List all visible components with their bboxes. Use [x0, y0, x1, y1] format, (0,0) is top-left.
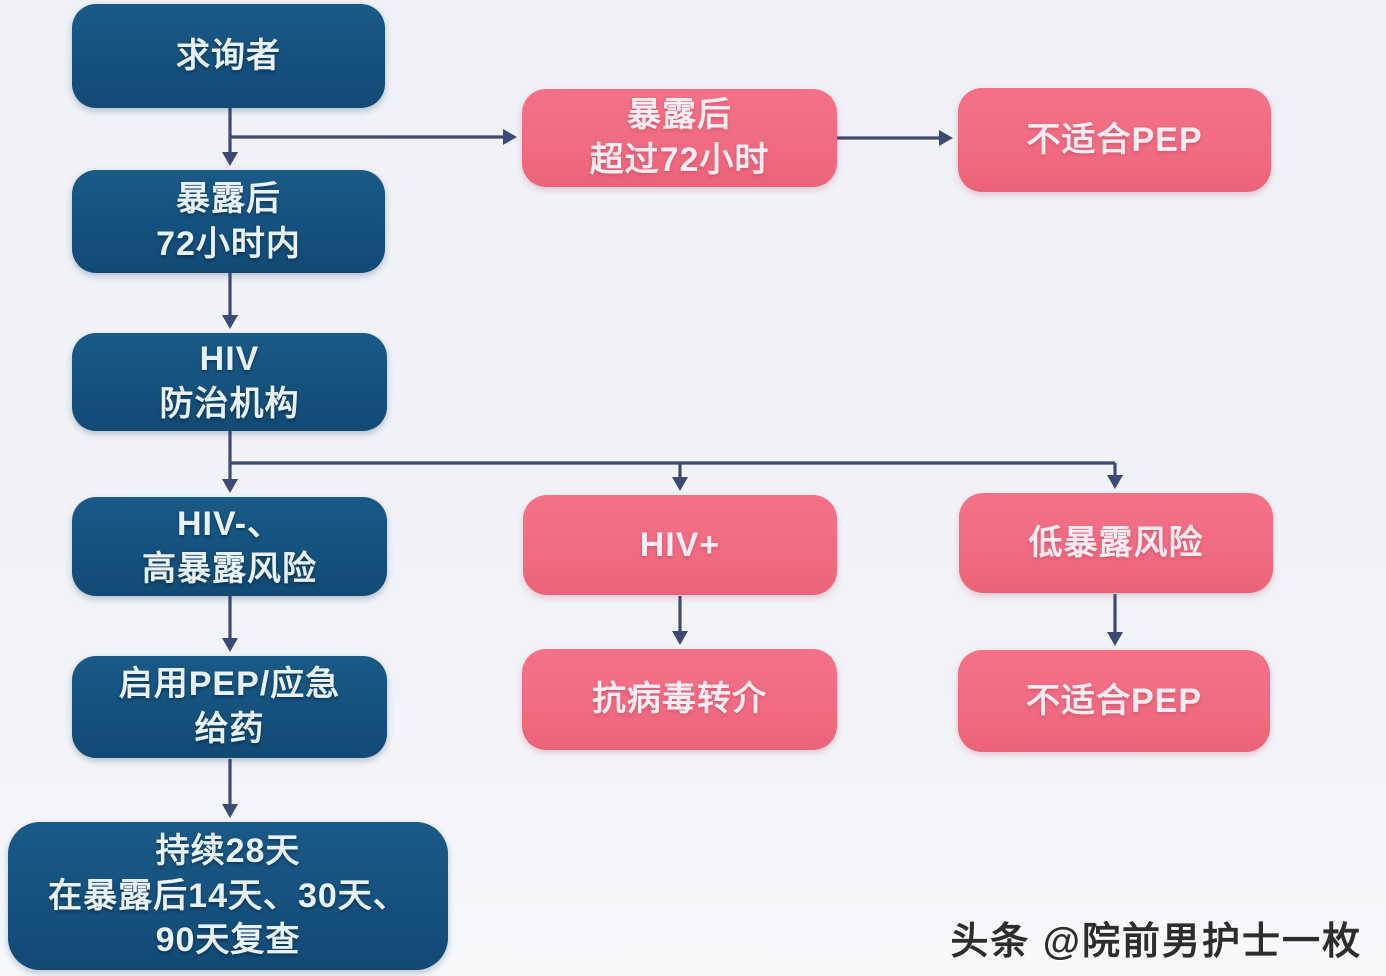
node-antiviral-referral: 抗病毒转介 [522, 649, 837, 750]
node-not-suitable-pep-top: 不适合PEP [958, 88, 1271, 192]
watermark-text: 头条 @院前男护士一枚 [950, 921, 1362, 963]
node-followup-schedule: 持续28天 在暴露后14天、30天、 90天复查 [8, 822, 448, 970]
node-hiv-negative-high-risk-label: HIV-、 高暴露风险 [142, 504, 317, 588]
node-hiv-agency: HIV 防治机构 [72, 333, 387, 431]
node-followup-schedule-label: 持续28天 在暴露后14天、30天、 90天复查 [48, 831, 408, 960]
node-within-72h: 暴露后 72小时内 [72, 170, 385, 273]
node-within-72h-label: 暴露后 72小时内 [156, 179, 301, 263]
node-over-72h-label: 暴露后 超过72小时 [589, 96, 770, 179]
node-start-pep: 启用PEP/应急 给药 [72, 656, 387, 758]
node-over-72h: 暴露后 超过72小时 [522, 89, 837, 187]
node-seeker: 求询者 [72, 4, 385, 108]
node-not-suitable-pep-top-label: 不适合PEP [1026, 120, 1203, 159]
node-antiviral-referral-label: 抗病毒转介 [592, 680, 767, 719]
node-seeker-label: 求询者 [176, 36, 281, 75]
node-not-suitable-pep-bottom-label: 不适合PEP [1025, 681, 1203, 720]
node-hiv-positive-label: HIV+ [639, 525, 721, 564]
node-not-suitable-pep-bottom: 不适合PEP [958, 650, 1270, 752]
node-hiv-agency-label: HIV 防治机构 [159, 340, 300, 423]
node-hiv-positive: HIV+ [523, 495, 837, 595]
node-start-pep-label: 启用PEP/应急 给药 [118, 665, 341, 748]
node-low-exposure-risk-label: 低暴露风险 [1028, 523, 1204, 562]
node-hiv-negative-high-risk: HIV-、 高暴露风险 [72, 497, 387, 596]
node-low-exposure-risk: 低暴露风险 [959, 493, 1273, 593]
